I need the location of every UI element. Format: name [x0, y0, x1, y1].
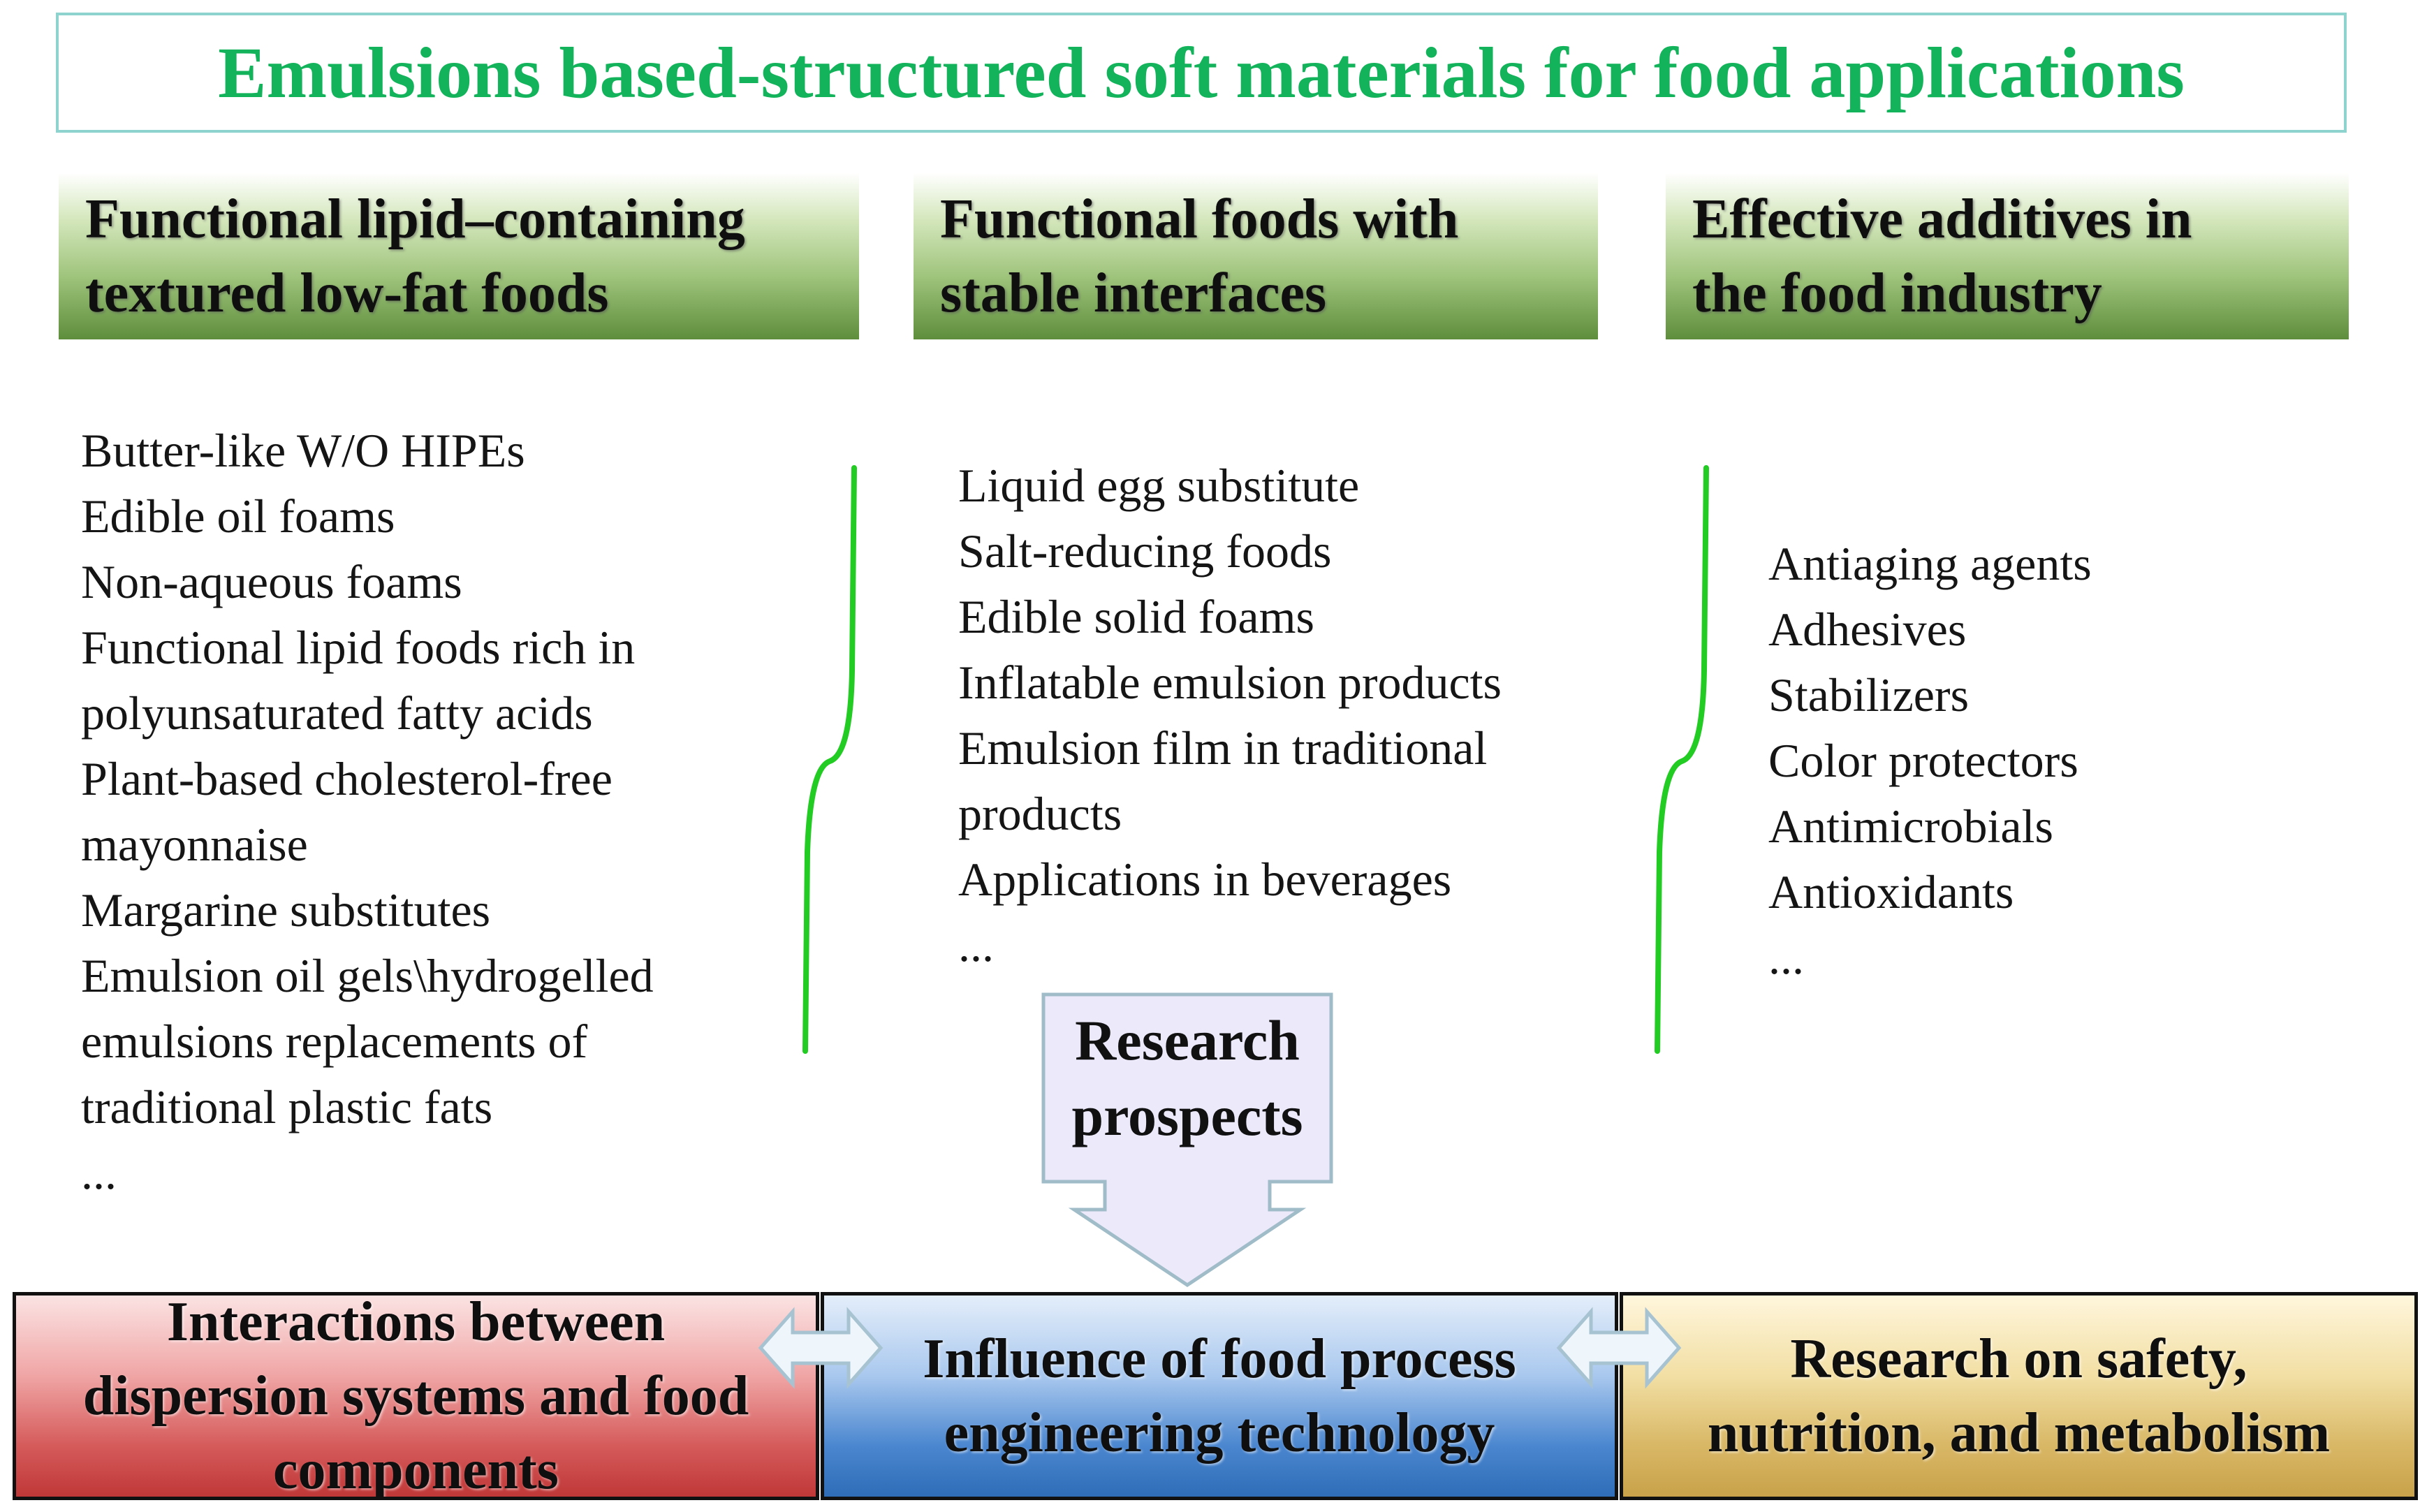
list-item: traditional plastic fats	[81, 1080, 493, 1133]
list-item: Antiaging agents	[1768, 537, 2092, 590]
box-line: Research on safety,	[1790, 1328, 2247, 1390]
box-line: Interactions between	[166, 1292, 666, 1353]
process-engineering-box: Influence of food process engineering te…	[821, 1292, 1618, 1500]
research-prospects-arrow	[1041, 992, 1333, 1288]
list-item: Inflatable emulsion products	[958, 656, 1502, 709]
box-line: dispersion systems and food	[82, 1365, 749, 1427]
double-arrow-left	[758, 1307, 883, 1389]
list-item: emulsions replacements of	[81, 1015, 588, 1068]
category-heading-interfaces-text: Functional foods with stable interfaces	[940, 182, 1458, 330]
heading-line: the food industry	[1692, 263, 2102, 324]
heading-line: Functional lipid–containing	[85, 189, 745, 250]
list-item: Stabilizers	[1768, 668, 1970, 721]
list-item: ...	[1768, 931, 1804, 984]
box-line: nutrition, and metabolism	[1707, 1402, 2331, 1464]
interactions-box: Interactions between dispersion systems …	[13, 1292, 819, 1500]
list-item: Antimicrobials	[1768, 800, 2053, 853]
list-item: Plant-based cholesterol-free	[81, 752, 613, 805]
item-list-additives: Antiaging agents Adhesives Stabilizers C…	[1768, 531, 2092, 990]
list-item: ...	[958, 918, 994, 971]
list-item: Butter-like W/O HIPEs	[81, 424, 525, 477]
list-item: Liquid egg substitute	[958, 459, 1360, 512]
prospect-line: prospects	[1071, 1084, 1303, 1147]
title-box: Emulsions based-structured soft material…	[56, 13, 2347, 133]
list-item: Emulsion film in traditional	[958, 721, 1488, 775]
brace-left-divider	[802, 465, 857, 1054]
list-item: Edible oil foams	[81, 490, 395, 543]
list-item: Salt-reducing foods	[958, 524, 1332, 578]
heading-line: textured low-fat foods	[85, 263, 609, 324]
list-item: Antioxidants	[1768, 865, 2014, 918]
item-list-interfaces: Liquid egg substitute Salt-reducing food…	[958, 453, 1502, 978]
heading-line: Functional foods with	[940, 189, 1459, 250]
double-arrow-right	[1556, 1307, 1682, 1389]
list-item: Edible solid foams	[958, 590, 1314, 643]
list-item: Non-aqueous foams	[81, 555, 462, 608]
box-line: engineering technology	[944, 1402, 1495, 1464]
process-engineering-box-text: Influence of food process engineering te…	[923, 1322, 1516, 1470]
list-item: ...	[81, 1146, 117, 1199]
research-prospects-label: Research prospects	[1048, 1003, 1327, 1154]
category-heading-lipid-text: Functional lipid–containing textured low…	[85, 182, 745, 330]
list-item: Adhesives	[1768, 603, 1967, 656]
list-item: Color protectors	[1768, 734, 2078, 787]
category-heading-additives: Effective additives in the food industry	[1666, 173, 2349, 339]
interactions-box-text: Interactions between dispersion systems …	[82, 1292, 749, 1500]
box-line: Influence of food process	[923, 1328, 1516, 1390]
category-heading-additives-text: Effective additives in the food industry	[1692, 182, 2192, 330]
list-item: Functional lipid foods rich in	[81, 621, 636, 674]
list-item: Applications in beverages	[958, 853, 1452, 906]
heading-line: stable interfaces	[940, 263, 1327, 324]
list-item: polyunsaturated fatty acids	[81, 687, 593, 740]
category-heading-interfaces: Functional foods with stable interfaces	[914, 173, 1598, 339]
heading-line: Effective additives in	[1692, 189, 2192, 250]
safety-nutrition-box: Research on safety, nutrition, and metab…	[1620, 1292, 2418, 1500]
diagram-title: Emulsions based-structured soft material…	[218, 32, 2185, 113]
list-item: products	[958, 787, 1122, 840]
brace-right-divider	[1655, 465, 1709, 1054]
safety-nutrition-box-text: Research on safety, nutrition, and metab…	[1708, 1322, 2330, 1470]
list-item: Margarine substitutes	[81, 883, 491, 937]
list-item: mayonnaise	[81, 818, 308, 871]
list-item: Emulsion oil gels\hydrogelled	[81, 949, 654, 1002]
prospect-line: Research	[1075, 1008, 1300, 1072]
category-heading-lipid: Functional lipid–containing textured low…	[59, 173, 859, 339]
box-line: components	[273, 1439, 559, 1500]
item-list-lipid: Butter-like W/O HIPEs Edible oil foams N…	[81, 418, 654, 1205]
